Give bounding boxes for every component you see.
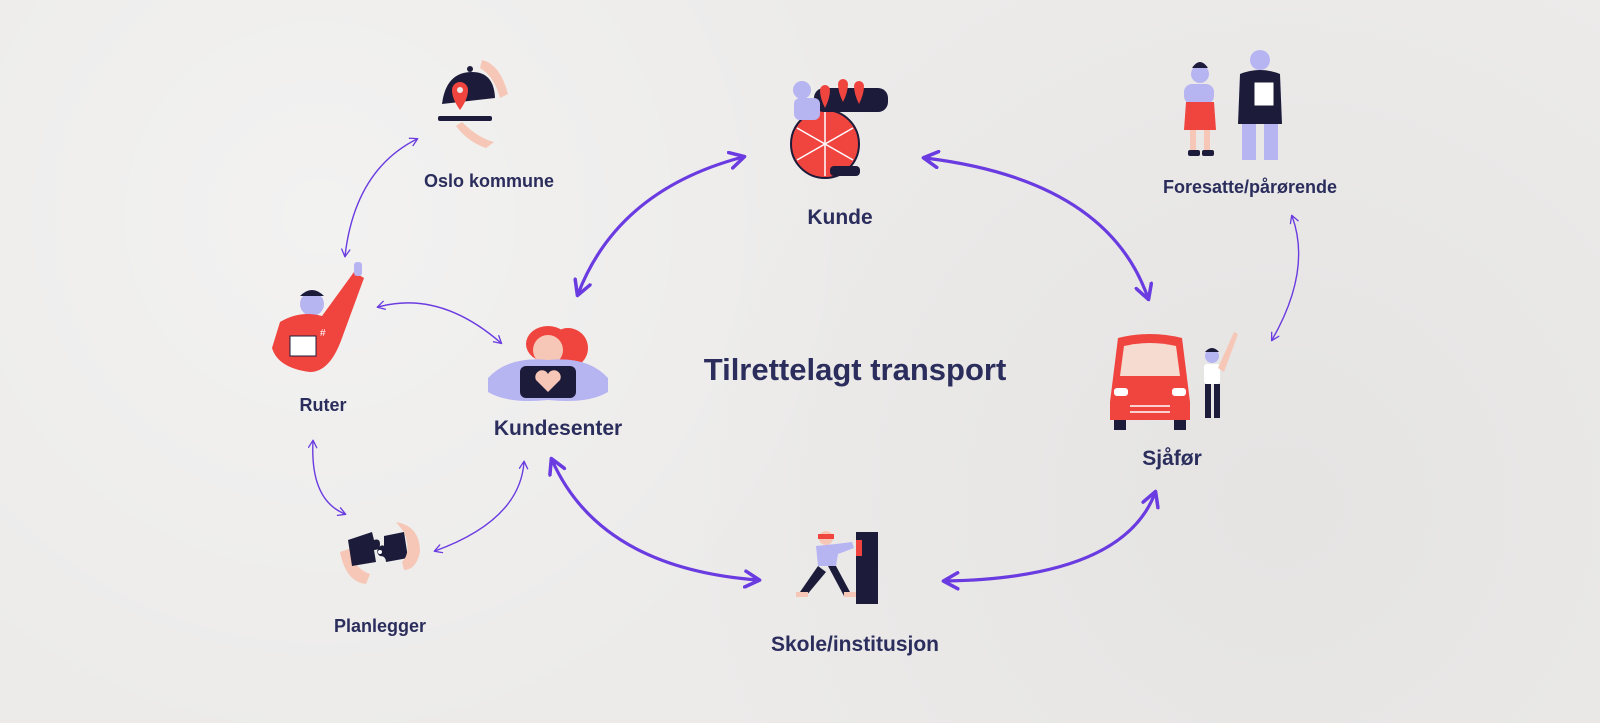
arrow-skole-sjafor xyxy=(945,493,1155,581)
node-label-ruter: Ruter xyxy=(299,395,347,415)
arrow-kunde-sjafor xyxy=(925,158,1148,298)
arrow-ruter-planlegger xyxy=(307,439,347,517)
serving-cloche-icon xyxy=(438,60,508,148)
heart-hands-agent-icon xyxy=(488,326,608,401)
van-driver-icon xyxy=(1110,332,1238,430)
node-label-kunde: Kunde xyxy=(807,206,873,229)
arrow-planlegger-kundesenter xyxy=(433,460,529,554)
arrow-kunde-kundesenter xyxy=(578,157,743,294)
arrow-ruter-kundesenter xyxy=(376,300,503,345)
arrow-oslo-ruter xyxy=(341,137,419,258)
node-label-sjafor: Sjåfør xyxy=(1142,447,1202,470)
node-label-oslo: Oslo kommune xyxy=(423,171,555,191)
person-walking-to-door-icon xyxy=(796,531,878,604)
node-label-foresatte: Foresatte/pårørende xyxy=(1162,177,1338,197)
node-label-planlegger: Planlegger xyxy=(333,616,427,636)
node-label-skole: Skole/institusjon xyxy=(770,633,940,656)
arrow-foresatte-sjafor xyxy=(1270,214,1300,342)
wheelchair-user-icon xyxy=(790,79,888,179)
waving-person-icon: # xyxy=(272,262,364,372)
parents-icon xyxy=(1184,50,1282,160)
diagram-title: Tilrettelagt transport xyxy=(703,352,1007,387)
svg-text:#: # xyxy=(320,328,326,339)
node-label-kundesenter: Kundesenter xyxy=(493,417,623,440)
puzzle-hands-icon xyxy=(340,522,420,584)
arrow-kundesenter-skole xyxy=(552,460,758,580)
